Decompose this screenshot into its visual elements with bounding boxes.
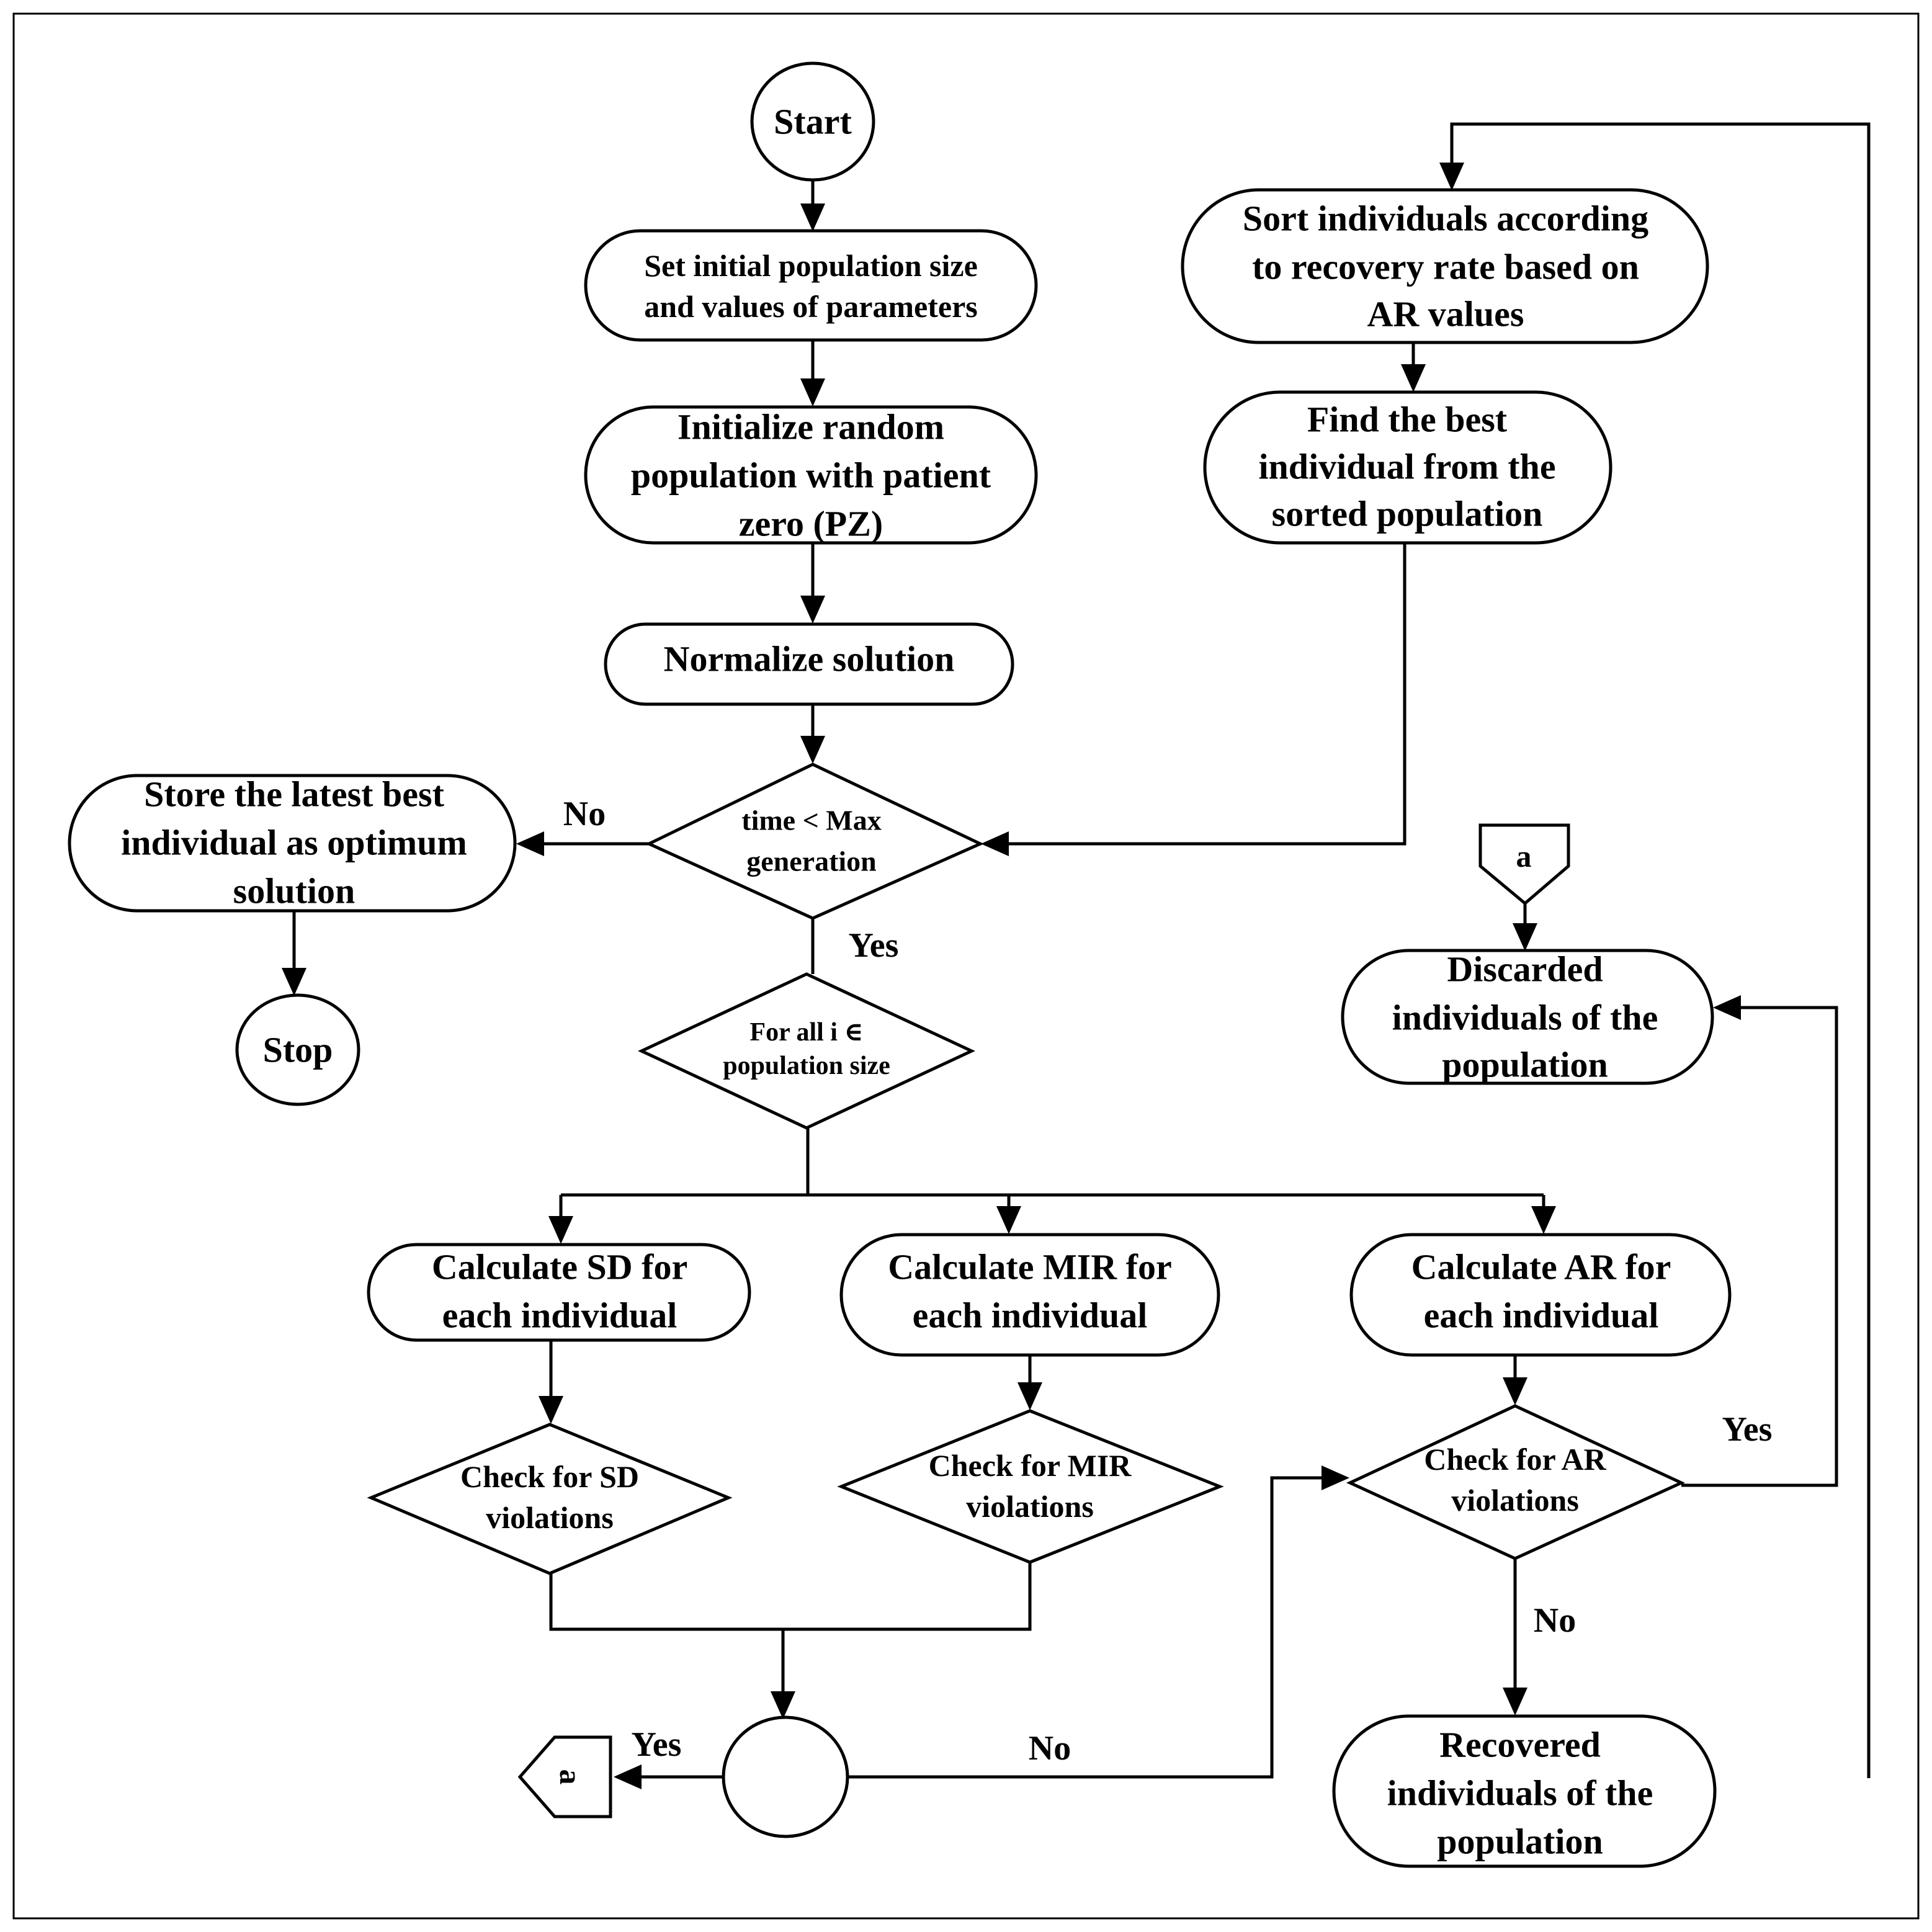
calc-mir-line-1: Calculate MIR for: [888, 1247, 1171, 1287]
discarded-line-1: Discarded: [1447, 949, 1603, 990]
calc-ar-line-1: Calculate AR for: [1411, 1247, 1671, 1287]
diagram-frame: [12, 12, 1920, 1920]
connector-a-left: a: [517, 1735, 612, 1818]
calc-sd-line-2: each individual: [442, 1295, 678, 1336]
check-sd-line-2: violations: [486, 1500, 614, 1535]
start-label: Start: [774, 102, 852, 142]
connector-a-top-label: a: [1516, 839, 1532, 874]
calc-mir-line-2: each individual: [913, 1295, 1148, 1336]
edge-loop-to-sort: [1439, 122, 1871, 1778]
store-best-node: Store the latest best individual as opti…: [68, 774, 517, 913]
stop-node: Stop: [235, 993, 360, 1106]
calc-ar-node: Calculate AR for each individual: [1349, 1233, 1732, 1357]
check-mir-line-2: violations: [966, 1489, 1094, 1524]
find-best-line-2: individual from the: [1258, 447, 1555, 487]
calc-mir-node: Calculate MIR for each individual: [839, 1233, 1220, 1357]
for-all-decision: For all i ∈ population size: [638, 972, 975, 1130]
check-ar-decision: Check for AR violations: [1346, 1404, 1685, 1560]
label-time-yes: Yes: [849, 926, 899, 965]
calc-sd-node: Calculate SD for each individual: [367, 1243, 751, 1342]
check-ar-line-1: Check for AR: [1424, 1442, 1606, 1477]
set-initial-line-1: Set initial population size: [644, 248, 978, 283]
recovered-node: Recovered individuals of the population: [1332, 1714, 1717, 1868]
store-best-line-2: individual as optimum: [121, 823, 467, 863]
check-ar-line-2: violations: [1451, 1483, 1579, 1518]
merge-circle: [722, 1715, 849, 1838]
find-best-node: Find the best individual from the sorted…: [1203, 390, 1612, 545]
recovered-line-1: Recovered: [1439, 1725, 1601, 1765]
find-best-line-1: Find the best: [1307, 400, 1508, 440]
for-all-line-1: For all i ∈: [749, 1018, 863, 1047]
edge-ar-yes: [1681, 995, 1838, 1487]
label-ar-yes: Yes: [1722, 1410, 1773, 1449]
sort-line-2: to recovery rate based on: [1252, 247, 1639, 287]
find-best-line-3: sorted population: [1272, 494, 1543, 534]
stop-label: Stop: [263, 1030, 333, 1070]
check-sd-line-1: Check for SD: [460, 1459, 639, 1494]
label-ar-no: No: [1534, 1601, 1576, 1640]
label-merge-yes: Yes: [632, 1725, 682, 1764]
calc-ar-line-2: each individual: [1424, 1295, 1659, 1336]
for-all-line-2: population size: [723, 1052, 890, 1080]
edge-checks-merge: [549, 1562, 1032, 1631]
discarded-line-2: individuals of the: [1392, 998, 1658, 1038]
sort-line-3: AR values: [1367, 294, 1524, 334]
edge-find-to-time: [981, 543, 1407, 856]
start-node: Start: [750, 61, 875, 182]
initialize-line-2: population with patient: [631, 455, 991, 496]
set-initial-node: Set initial population size and values o…: [584, 229, 1038, 342]
initialize-node: Initialize random population with patien…: [584, 405, 1038, 545]
sort-node: Sort individuals according to recovery r…: [1181, 188, 1709, 344]
check-sd-decision: Check for SD violations: [367, 1423, 733, 1575]
connector-a-top: a: [1478, 823, 1570, 906]
store-best-line-1: Store the latest best: [144, 774, 444, 815]
label-merge-no: No: [1029, 1729, 1071, 1768]
label-time-no: No: [563, 795, 606, 833]
connector-a-left-label: a: [553, 1769, 588, 1785]
edge-circle-no: [847, 1465, 1349, 1779]
check-mir-decision: Check for MIR violations: [837, 1409, 1224, 1564]
time-check-line-2: generation: [746, 846, 877, 877]
store-best-line-3: solution: [233, 871, 356, 911]
discarded-node: Discarded individuals of the population: [1341, 949, 1714, 1085]
normalize-node: Normalize solution: [604, 622, 1014, 706]
recovered-line-3: population: [1437, 1822, 1603, 1862]
connectors: [282, 122, 1871, 1789]
discarded-line-3: population: [1442, 1045, 1608, 1085]
set-initial-line-2: and values of parameters: [644, 289, 977, 324]
initialize-line-1: Initialize random: [678, 407, 944, 447]
time-check-line-1: time < Max: [741, 805, 881, 836]
normalize-label: Normalize solution: [664, 639, 955, 679]
calc-sd-line-1: Calculate SD for: [432, 1247, 687, 1287]
sort-line-1: Sort individuals according: [1243, 199, 1648, 239]
time-check-decision: time < Max generation: [645, 763, 984, 920]
recovered-line-2: individuals of the: [1387, 1773, 1653, 1813]
check-mir-line-1: Check for MIR: [929, 1448, 1132, 1483]
initialize-line-3: zero (PZ): [739, 504, 883, 544]
